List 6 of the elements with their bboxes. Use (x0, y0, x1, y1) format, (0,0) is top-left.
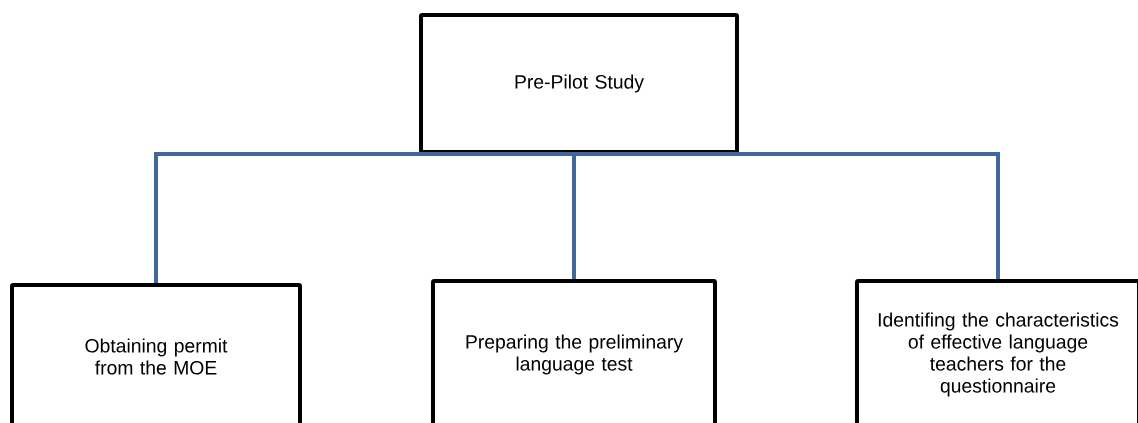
process-box: Pre-Pilot Study (419, 13, 739, 154)
connector-line (572, 152, 579, 279)
process-box: Identifing the characteristics of effective language teachers for the questionnaire (855, 279, 1138, 423)
connector-line (579, 152, 1000, 279)
process-box: Obtaining permit from the MOE (10, 283, 302, 423)
process-box: Preparing the preliminary language test (431, 279, 717, 423)
